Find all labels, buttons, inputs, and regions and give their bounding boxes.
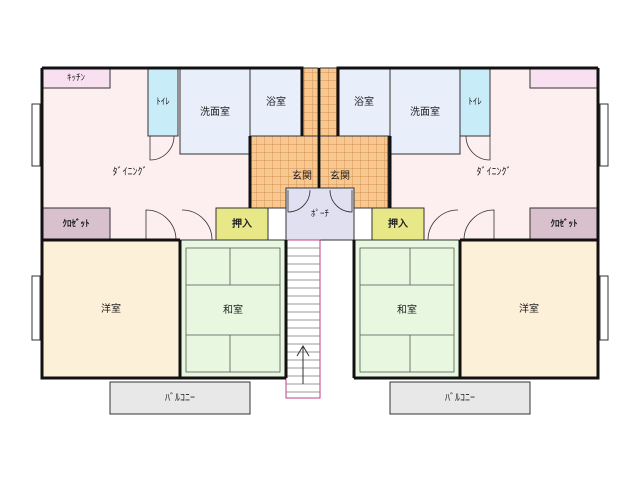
bath-label-right: 浴室 bbox=[354, 95, 374, 108]
closet-right bbox=[529, 207, 599, 241]
staircase bbox=[285, 239, 321, 399]
entrance-right-label: 玄関 bbox=[330, 169, 350, 182]
toilet-label-right: ﾄｲﾚ bbox=[468, 98, 482, 108]
entrance-hall-left bbox=[301, 67, 319, 137]
washroom bbox=[179, 67, 251, 155]
entrance-left-label: 玄関 bbox=[292, 169, 312, 182]
dining-label: ﾀﾞｲﾆﾝｸﾞ bbox=[113, 166, 148, 178]
balcony-label: ﾊﾞﾙｺﾆｰ bbox=[165, 392, 195, 404]
balcony bbox=[109, 381, 251, 415]
kitchen-counter-right bbox=[529, 67, 599, 89]
balcony-label-right: ﾊﾞﾙｺﾆｰ bbox=[445, 392, 475, 404]
entrance-hall-right bbox=[319, 67, 339, 137]
closet-label-right: ｸﾛｾﾞｯﾄ bbox=[550, 218, 578, 230]
balcony-right bbox=[389, 381, 531, 415]
western-room-label: 洋室 bbox=[101, 302, 121, 315]
kitchen-label: ｷｯﾁﾝ bbox=[67, 73, 86, 84]
porch-label: ﾎﾟｰﾁ bbox=[311, 209, 330, 220]
japanese-room bbox=[179, 239, 287, 379]
right-unit: ﾄｲﾚ 洗面室 浴室 ﾀﾞｲﾆﾝｸﾞ ｸﾛｾﾞｯﾄ 洋室 押入 和室 ﾊﾞﾙｺﾆ… bbox=[337, 67, 609, 415]
toilet-label: ﾄｲﾚ bbox=[156, 98, 170, 108]
toilet-room-right bbox=[459, 67, 491, 137]
porch bbox=[285, 187, 355, 241]
closet-label: ｸﾛｾﾞｯﾄ bbox=[62, 218, 90, 230]
oshiire bbox=[215, 207, 269, 241]
bath-label: 浴室 bbox=[266, 95, 286, 108]
western-room bbox=[41, 239, 181, 379]
japanese-room-label: 和室 bbox=[223, 303, 243, 316]
oshiire-label-right: 押入 bbox=[388, 217, 408, 230]
washroom-label: 洗面室 bbox=[200, 105, 230, 118]
left-unit: ｷｯﾁﾝ ﾄｲﾚ 洗面室 浴室 ﾀﾞｲﾆﾝｸﾞ ｸﾛｾﾞｯﾄ 洋室 押入 和室 … bbox=[31, 67, 303, 415]
japanese-room-right bbox=[353, 239, 461, 379]
walls bbox=[40, 66, 600, 380]
toilet-room bbox=[147, 67, 179, 137]
bath-room-right bbox=[337, 67, 391, 137]
washroom-label-right: 洗面室 bbox=[410, 105, 440, 118]
oshiire-label: 押入 bbox=[232, 217, 252, 230]
dining-label-right: ﾀﾞｲﾆﾝｸﾞ bbox=[477, 166, 512, 178]
japanese-room-label-right: 和室 bbox=[397, 303, 417, 316]
western-room-label-right: 洋室 bbox=[519, 302, 539, 315]
